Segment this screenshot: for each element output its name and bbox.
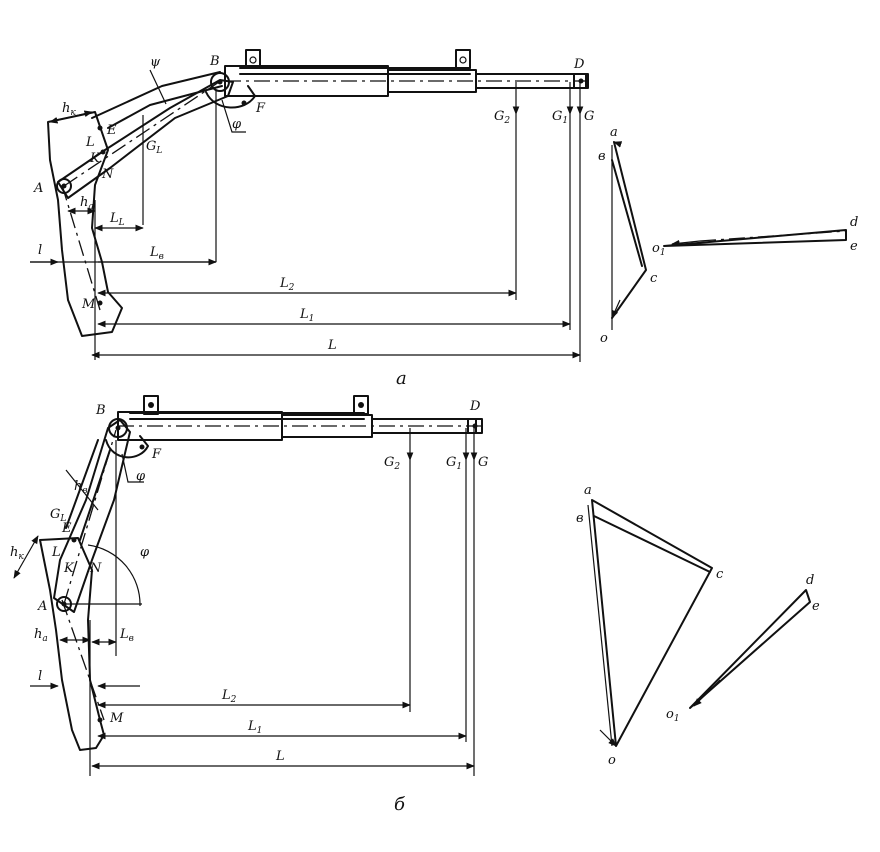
label-b-point: B [209, 54, 220, 69]
label-b-e-point: E [61, 521, 72, 536]
label-b-k-point: K [63, 561, 75, 576]
column-b [39, 537, 105, 751]
label-g1: G1 [552, 109, 568, 126]
label-l-small: l [38, 243, 42, 258]
diagram-a: A B D E F K L M N G2 G1 G GL hк ha LL Lв… [30, 49, 858, 389]
label-g: G [584, 109, 594, 124]
label-b-ha: ha [34, 627, 48, 644]
label-ll: LL [109, 211, 125, 228]
label-k-point: K [89, 151, 101, 166]
diagram-b: A B D E F K L M N G2 G1 G GL hк hв ha Lв… [10, 395, 820, 815]
label-poly-a-e: e [850, 239, 858, 254]
label-psi: ψ [150, 55, 161, 70]
label-d-point: D [573, 57, 585, 72]
label-hk: hк [62, 101, 76, 118]
label-b-lv: Lв [119, 627, 134, 644]
label-b-m-point: M [109, 711, 124, 726]
label-b-phi1: φ [136, 469, 146, 484]
label-b-b-point: B [95, 403, 106, 418]
force-polygon-a [611, 141, 847, 330]
pivot-a-a [56, 178, 72, 194]
label-b-a-point: A [37, 599, 47, 614]
label-b-gl: GL [50, 507, 66, 524]
label-l-point: L [85, 135, 95, 150]
label-b-g1: G1 [446, 455, 462, 472]
label-poly-b-c: c [716, 567, 724, 582]
label-poly-a-v: в [598, 149, 606, 164]
label-b-l-small: l [38, 669, 42, 684]
label-poly-a-a: a [610, 125, 618, 140]
label-g2: G2 [494, 109, 510, 126]
label-b-l-point: L [51, 545, 61, 560]
label-poly-a-d: d [850, 215, 858, 230]
label-f-point: F [255, 101, 266, 116]
label-m-point: M [81, 297, 96, 312]
label-l1: L1 [299, 307, 314, 324]
pivot-b-a [210, 72, 230, 92]
label-phi: φ [232, 117, 242, 132]
label-b-f-point: F [151, 447, 162, 462]
column-a [47, 111, 123, 337]
label-poly-a-o: o [600, 331, 608, 346]
label-a-point: A [33, 181, 43, 196]
label-poly-b-d: d [806, 573, 814, 588]
dimensions-b [13, 440, 475, 776]
label-poly-b-a: a [584, 483, 592, 498]
label-b-l1: L1 [247, 719, 262, 736]
label-b-l2: L2 [221, 688, 237, 705]
label-l2: L2 [279, 276, 295, 293]
label-n-point: N [101, 167, 114, 182]
label-l-total: L [327, 338, 337, 353]
label-e-point: E [106, 123, 117, 138]
label-poly-b-o1: o1 [666, 707, 680, 724]
caption-b: б [394, 794, 406, 815]
dimensions-a [30, 69, 581, 362]
caption-a: a [396, 368, 407, 389]
telescopic-boom-b [117, 395, 483, 441]
force-polygon-b [587, 499, 811, 747]
label-poly-b-e: e [812, 599, 820, 614]
boom-link-a [57, 71, 234, 199]
label-poly-b-v: в [576, 511, 584, 526]
label-lv: Lв [149, 245, 164, 262]
label-b-phi2: φ [140, 545, 150, 560]
label-b-l-total: L [275, 749, 285, 764]
label-b-hv: hв [74, 479, 88, 496]
label-ha: ha [80, 195, 94, 212]
label-b-g: G [478, 455, 488, 470]
telescopic-boom-a [224, 49, 592, 97]
label-poly-b-o: o [608, 753, 616, 768]
label-poly-a-c: c [650, 271, 658, 286]
label-b-hk: hк [10, 545, 24, 562]
label-b-d-point: D [469, 399, 481, 414]
pivot-b-b [108, 418, 128, 438]
label-b-g2: G2 [384, 455, 400, 472]
label-b-n-point: N [89, 561, 102, 576]
label-gl: GL [146, 139, 162, 156]
label-poly-a-o1: o1 [652, 241, 666, 258]
